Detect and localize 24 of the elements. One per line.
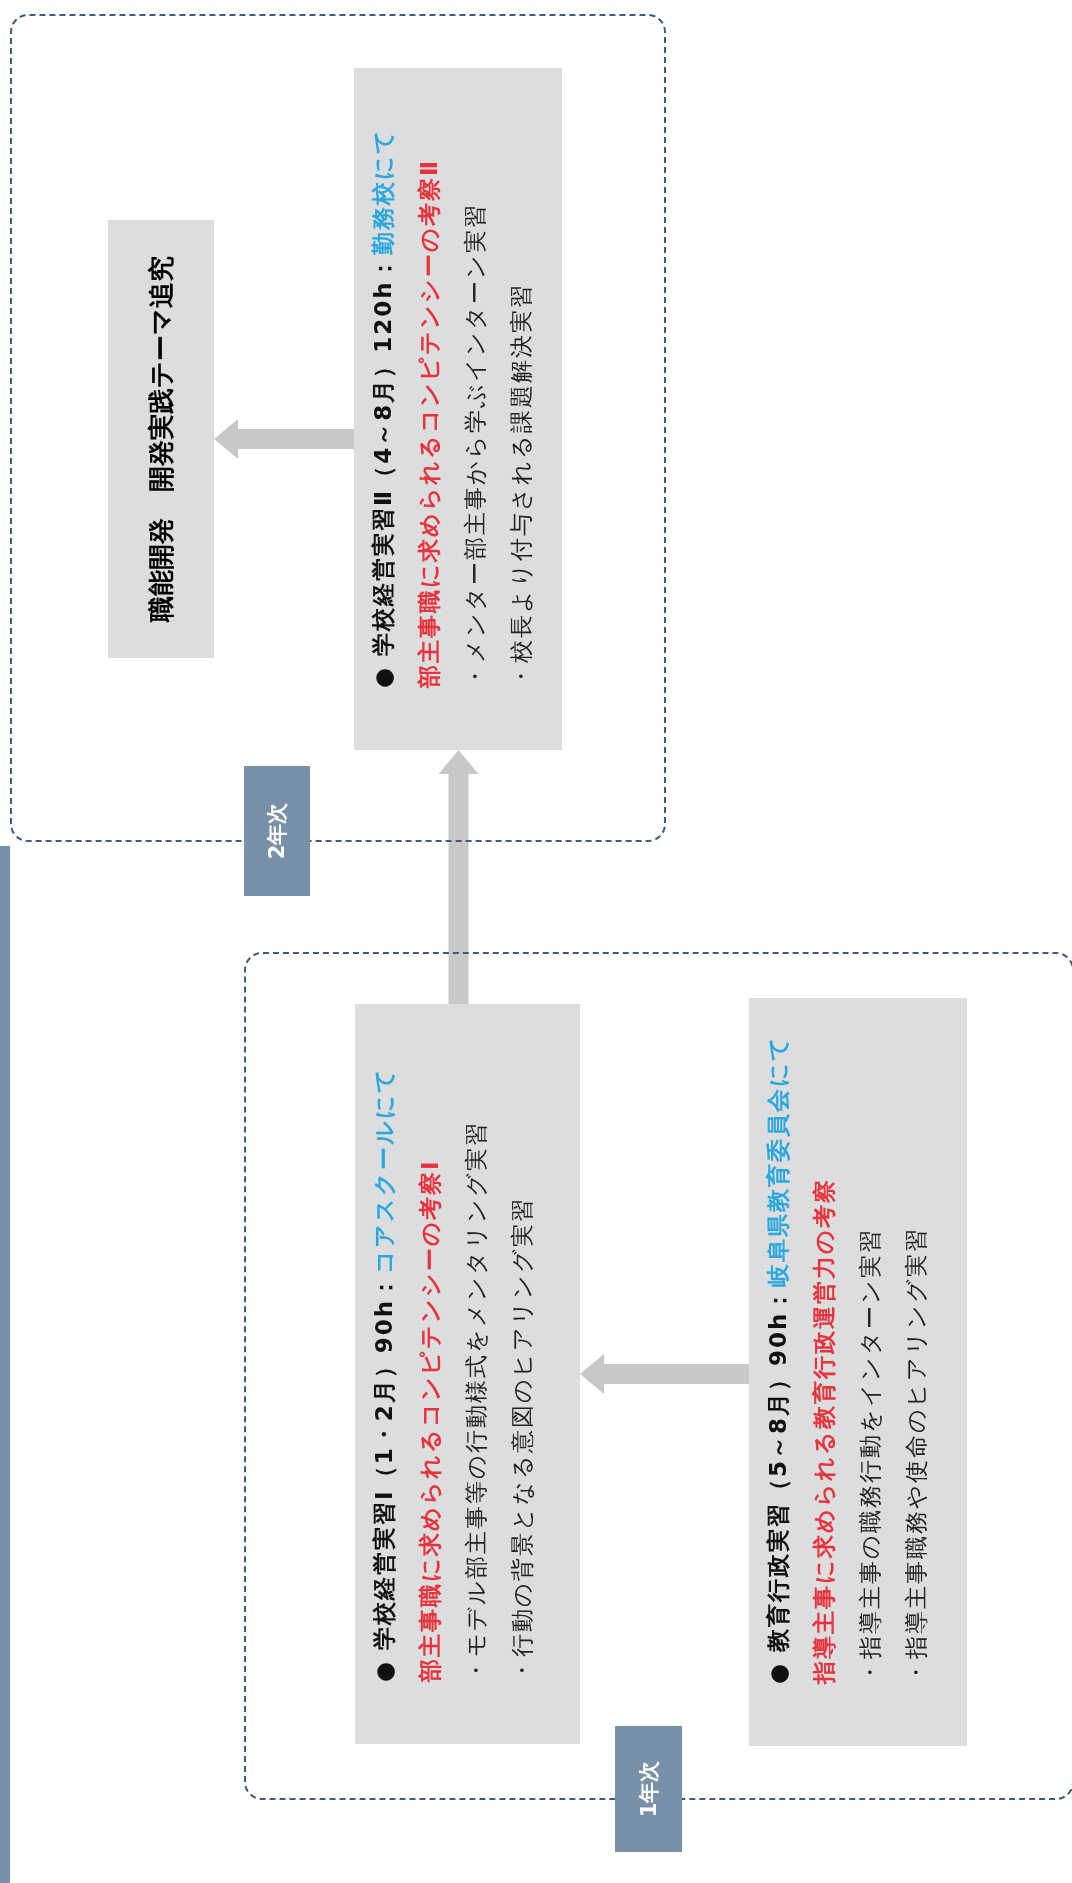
bullet-text: ・メンター部主事から学ぶインターン実習 (462, 203, 488, 688)
focus-text: 部主事職に求められるコンピテンシーの考察Ⅰ (417, 1159, 443, 1682)
heading-text: ● 学校経営実習Ⅰ（1・2月）90h： (371, 1273, 397, 1682)
focus-text: 指導主事に求められる教育行政運営力の考察 (811, 1178, 837, 1684)
activity-box (355, 1004, 580, 1744)
location-text: 勤務校にて (370, 128, 396, 256)
location-text: 岐阜県教育委員会にて (765, 1034, 791, 1287)
heading-text: ● 教育行政実習（5～8月）90h： (765, 1286, 791, 1684)
bullet-text: ・指導主事の職務行動をインターン実習 (857, 1228, 883, 1684)
bullet-text: ・校長より付与される課題解決実習 (508, 283, 534, 688)
arrow (214, 419, 354, 459)
bullet-text: ・行動の背景となる意図のヒアリング実習 (509, 1197, 535, 1682)
bullet-text: ・指導主事職務や使命のヒアリング実習 (903, 1227, 929, 1684)
heading-text: ● 学校経営実習Ⅱ（4～8月）120h： (370, 255, 396, 688)
year-tab: 2年次 (244, 766, 310, 896)
title-box: 職能開発 開発実践テーマ追究 (108, 220, 214, 658)
bullet-text: ・モデル部主事等の行動様式をメンタリング実習 (463, 1121, 489, 1682)
arrow (580, 1354, 749, 1394)
focus-text: 部主事職に求められるコンピテンシーの考察Ⅱ (416, 158, 442, 688)
location-text: コアスクールにて (371, 1066, 397, 1274)
activity-box (354, 68, 562, 750)
activity-box (749, 998, 967, 1746)
year-tab: 1年次 (615, 1726, 682, 1852)
arrow (438, 750, 479, 1004)
